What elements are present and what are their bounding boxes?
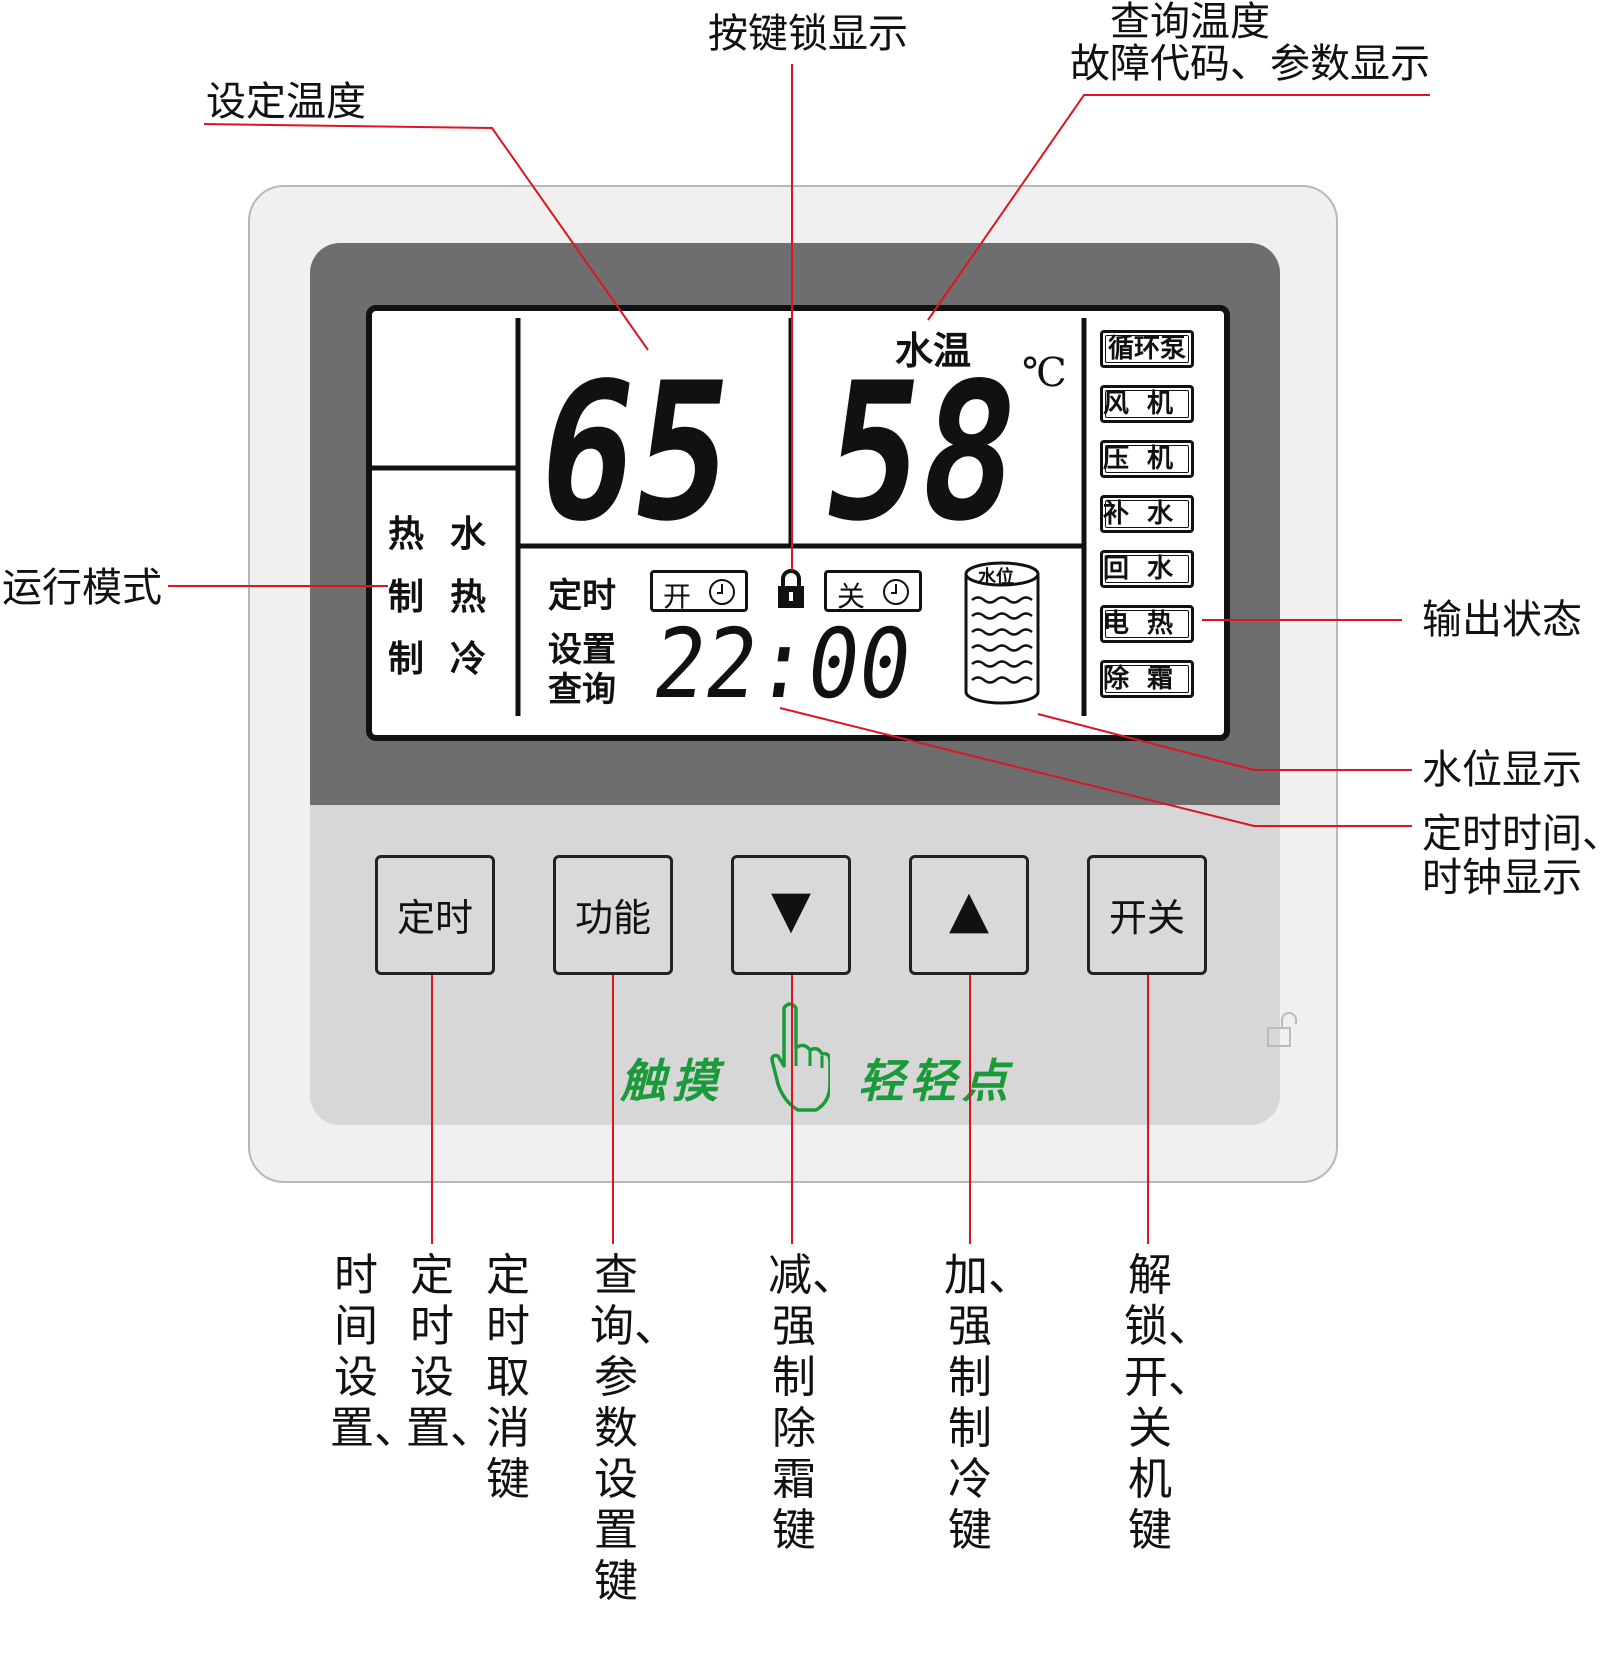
callout-query-line2: 故障代码、参数显示 xyxy=(1070,41,1430,87)
touch-hint-left: 触摸 xyxy=(620,1054,724,1108)
output-compressor: 压机 xyxy=(1100,440,1194,478)
callout-timer-line1: 定时时间、 xyxy=(1422,811,1608,857)
output-label: 电热 xyxy=(1103,609,1192,639)
finger-icon xyxy=(770,1002,830,1112)
water-tank-icon xyxy=(964,561,1040,705)
setting-label: 设置 xyxy=(548,630,616,670)
desc-timer-cancel: 定时取消键 xyxy=(486,1250,530,1505)
desc-time-setting: 时间设置、 xyxy=(330,1250,418,1454)
lock-icon xyxy=(778,569,804,608)
callout-set-temp: 设定温度 xyxy=(206,79,366,125)
desc-power-key: 解锁、开、关机键 xyxy=(1124,1250,1212,1556)
output-fan: 风机 xyxy=(1100,385,1194,423)
desc-down-key: 减、强制除霜键 xyxy=(768,1250,856,1556)
output-label: 风机 xyxy=(1103,389,1192,419)
output-electric-heat: 电热 xyxy=(1100,605,1194,643)
down-button[interactable]: ▼ xyxy=(731,855,851,975)
query-label: 查询 xyxy=(548,670,616,710)
callout-output-status: 输出状态 xyxy=(1422,597,1582,643)
output-label: 压机 xyxy=(1103,444,1192,474)
callout-run-mode: 运行模式 xyxy=(2,565,162,611)
water-temp-value: 58 xyxy=(826,370,1026,530)
output-circulation-pump: 循环泵 xyxy=(1100,330,1194,368)
output-label: 循环泵 xyxy=(1107,334,1186,364)
clock-value: 22:00 xyxy=(650,625,918,705)
output-label: 除霜 xyxy=(1103,664,1192,694)
power-button-label: 开关 xyxy=(1108,896,1185,940)
callout-timer-line2: 时钟显示 xyxy=(1422,855,1582,901)
timer-on-label: 开 xyxy=(663,580,692,613)
output-return-water: 回水 xyxy=(1100,550,1194,588)
mode-hot-water: 热水 xyxy=(388,514,513,555)
timer-label: 定时 xyxy=(548,576,616,616)
output-water-fill: 补水 xyxy=(1100,495,1194,533)
clock-icon xyxy=(709,579,735,605)
unlock-icon xyxy=(1267,1012,1297,1047)
up-button[interactable]: ▲ xyxy=(909,855,1029,975)
timer-button-label: 定时 xyxy=(396,896,473,940)
function-button[interactable]: 功能 xyxy=(553,855,673,975)
output-label: 回水 xyxy=(1103,554,1192,584)
callout-query-line1: 查询温度 xyxy=(1110,0,1270,45)
down-arrow-icon: ▼ xyxy=(771,880,811,940)
water-temp-label: 水温 xyxy=(895,329,972,373)
callout-key-lock: 按键锁显示 xyxy=(708,11,908,57)
power-button[interactable]: 开关 xyxy=(1087,855,1207,975)
water-temp-digits: 58 xyxy=(826,370,1026,530)
clock-digits: 22:00 xyxy=(650,625,918,705)
output-label: 补水 xyxy=(1103,499,1192,529)
timer-button[interactable]: 定时 xyxy=(375,855,495,975)
desc-up-key: 加、强制制冷键 xyxy=(944,1250,1032,1556)
mode-heating: 制热 xyxy=(388,577,513,618)
touch-hint-right: 轻轻点 xyxy=(858,1054,1014,1108)
set-temp-digits: 65 xyxy=(540,370,740,530)
timer-off-label: 关 xyxy=(837,580,866,613)
output-defrost: 除霜 xyxy=(1100,660,1194,698)
mode-cooling: 制冷 xyxy=(388,639,513,680)
function-button-label: 功能 xyxy=(574,896,651,940)
tank-label: 水位 xyxy=(978,567,1014,588)
celsius-unit: ℃ xyxy=(1022,350,1067,396)
desc-function-key: 查询、参数设置键 xyxy=(590,1250,678,1607)
desc-timer-setting: 定时设置、 xyxy=(406,1250,494,1454)
callout-water-level: 水位显示 xyxy=(1422,747,1582,793)
timer-on-indicator: 开 xyxy=(650,570,748,613)
up-arrow-icon: ▲ xyxy=(949,880,989,940)
set-temp-value: 65 xyxy=(540,370,740,530)
timer-off-indicator: 关 xyxy=(824,570,922,613)
clock-icon xyxy=(883,579,909,605)
